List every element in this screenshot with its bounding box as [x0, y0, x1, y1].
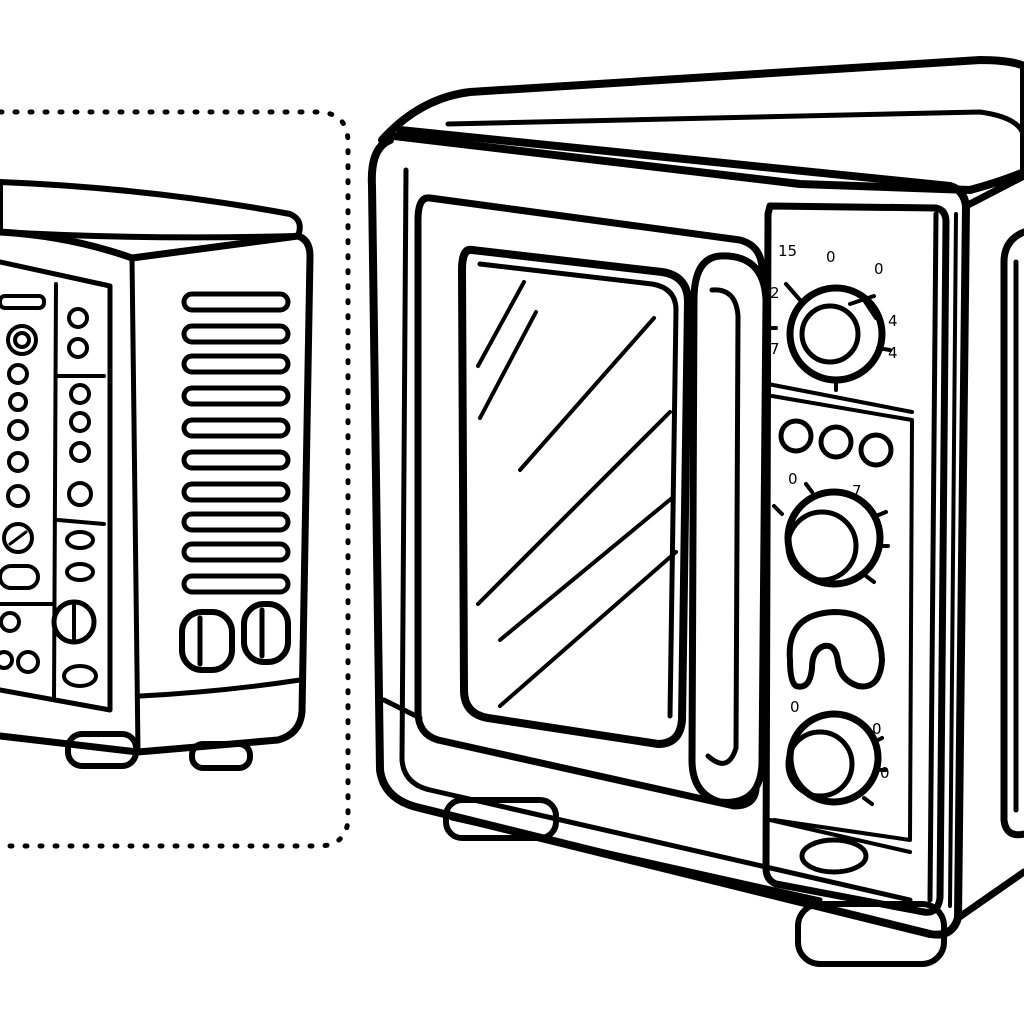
- mode-dial-label: 0: [880, 764, 890, 782]
- small-knob: [6, 324, 38, 356]
- vent-slot: [181, 511, 291, 533]
- timer-dial-label: 4: [888, 344, 898, 362]
- microwave-top-inner-edge: [445, 109, 1024, 143]
- mode-dial-label: 0: [790, 698, 800, 716]
- side-knob-left: [179, 609, 235, 673]
- mode-dial-label: 0: [872, 720, 882, 738]
- control-panel-edge: [948, 212, 958, 908]
- microwave-front: [367, 126, 970, 939]
- small-knob: [67, 481, 93, 507]
- microwave-door: [414, 194, 766, 810]
- small-knob: [69, 411, 91, 433]
- small-knob: [7, 419, 29, 441]
- vent-slot: [181, 541, 291, 563]
- door-handle-inner: [705, 287, 741, 766]
- small-knob: [7, 451, 29, 473]
- small-appliance-side-edge: [129, 255, 141, 755]
- small-knob-mark: [8, 530, 28, 546]
- mode-dial[interactable]: 0 0 0: [785, 698, 890, 806]
- vent-slot: [181, 385, 291, 407]
- small-knob: [6, 484, 30, 508]
- microwave-foot: [443, 797, 559, 841]
- timer-dial-label: 7: [770, 340, 780, 358]
- small-oval-button: [65, 562, 95, 582]
- timer-dial[interactable]: 15 0 0 2 4 7 4: [764, 242, 898, 392]
- small-knob: [69, 383, 91, 405]
- microwave-side-window: [1000, 228, 1024, 839]
- microwave-side-edge: [954, 868, 1024, 922]
- small-panel-line: [56, 518, 106, 526]
- microwave-door-lower-band: [381, 697, 423, 721]
- microwave-foot: [795, 901, 947, 967]
- control-panel-edge: [927, 211, 939, 903]
- vent-slot: [181, 353, 291, 375]
- microwave-top: [378, 56, 1024, 194]
- small-foot: [189, 741, 253, 771]
- small-appliance-vents: [181, 291, 291, 595]
- side-base-line: [137, 677, 303, 699]
- small-appliance: [0, 109, 351, 849]
- heat-symbol-icon: [786, 609, 885, 690]
- timer-dial-label: 0: [874, 260, 884, 278]
- small-oval-button: [65, 530, 95, 550]
- window-glare: [476, 280, 678, 708]
- small-knob: [8, 392, 28, 412]
- microwave-window: [458, 245, 692, 748]
- microwave-window-inner: [477, 261, 679, 719]
- panel-button[interactable]: [858, 432, 894, 468]
- power-dial-label: 0: [788, 470, 798, 488]
- control-panel-divider: [766, 382, 914, 414]
- vent-slot: [181, 449, 291, 471]
- small-knob: [2, 522, 34, 554]
- small-foot: [65, 731, 139, 769]
- small-display-slot: [0, 294, 46, 310]
- power-dial[interactable]: 0 7: [772, 470, 890, 588]
- small-slot-button: [0, 564, 40, 590]
- small-appliance-top: [0, 179, 303, 241]
- vent-slot: [181, 291, 291, 313]
- door-release-button[interactable]: [799, 837, 869, 875]
- small-knob: [0, 650, 14, 670]
- timer-dial-label: 2: [770, 284, 780, 302]
- panel-button[interactable]: [818, 424, 854, 460]
- vent-slot: [181, 323, 291, 345]
- microwave-side: [962, 172, 1024, 210]
- timer-dial-label: 0: [826, 248, 836, 266]
- microwave: 15 0 0 2 4 7 4 0 7: [367, 56, 1024, 967]
- control-panel-panel: [770, 394, 914, 842]
- microwave-door-handle[interactable]: [688, 252, 770, 806]
- vent-slot: [181, 481, 291, 503]
- small-knob: [0, 611, 21, 633]
- control-panel-divider: [768, 818, 912, 854]
- timer-dial-label: 15: [778, 242, 797, 260]
- small-appliance-body: [0, 228, 314, 756]
- vent-slot: [181, 573, 291, 595]
- small-knob: [7, 363, 29, 385]
- power-dial-label: 7: [852, 482, 862, 500]
- small-oval-button: [62, 664, 98, 688]
- side-knob-right: [241, 601, 291, 665]
- panel-button[interactable]: [778, 418, 814, 454]
- microwave-front-bevel: [399, 167, 913, 903]
- small-knob: [13, 331, 31, 349]
- timer-dial-label: 4: [888, 312, 898, 330]
- small-knob: [16, 650, 40, 674]
- dashed-selection-frame: [0, 109, 351, 849]
- small-appliance-panel-divider: [52, 282, 58, 702]
- microwave-base-line: [449, 815, 823, 903]
- vent-slot: [181, 417, 291, 439]
- small-knob: [69, 441, 91, 463]
- small-knob: [67, 337, 89, 359]
- small-knob: [67, 307, 89, 329]
